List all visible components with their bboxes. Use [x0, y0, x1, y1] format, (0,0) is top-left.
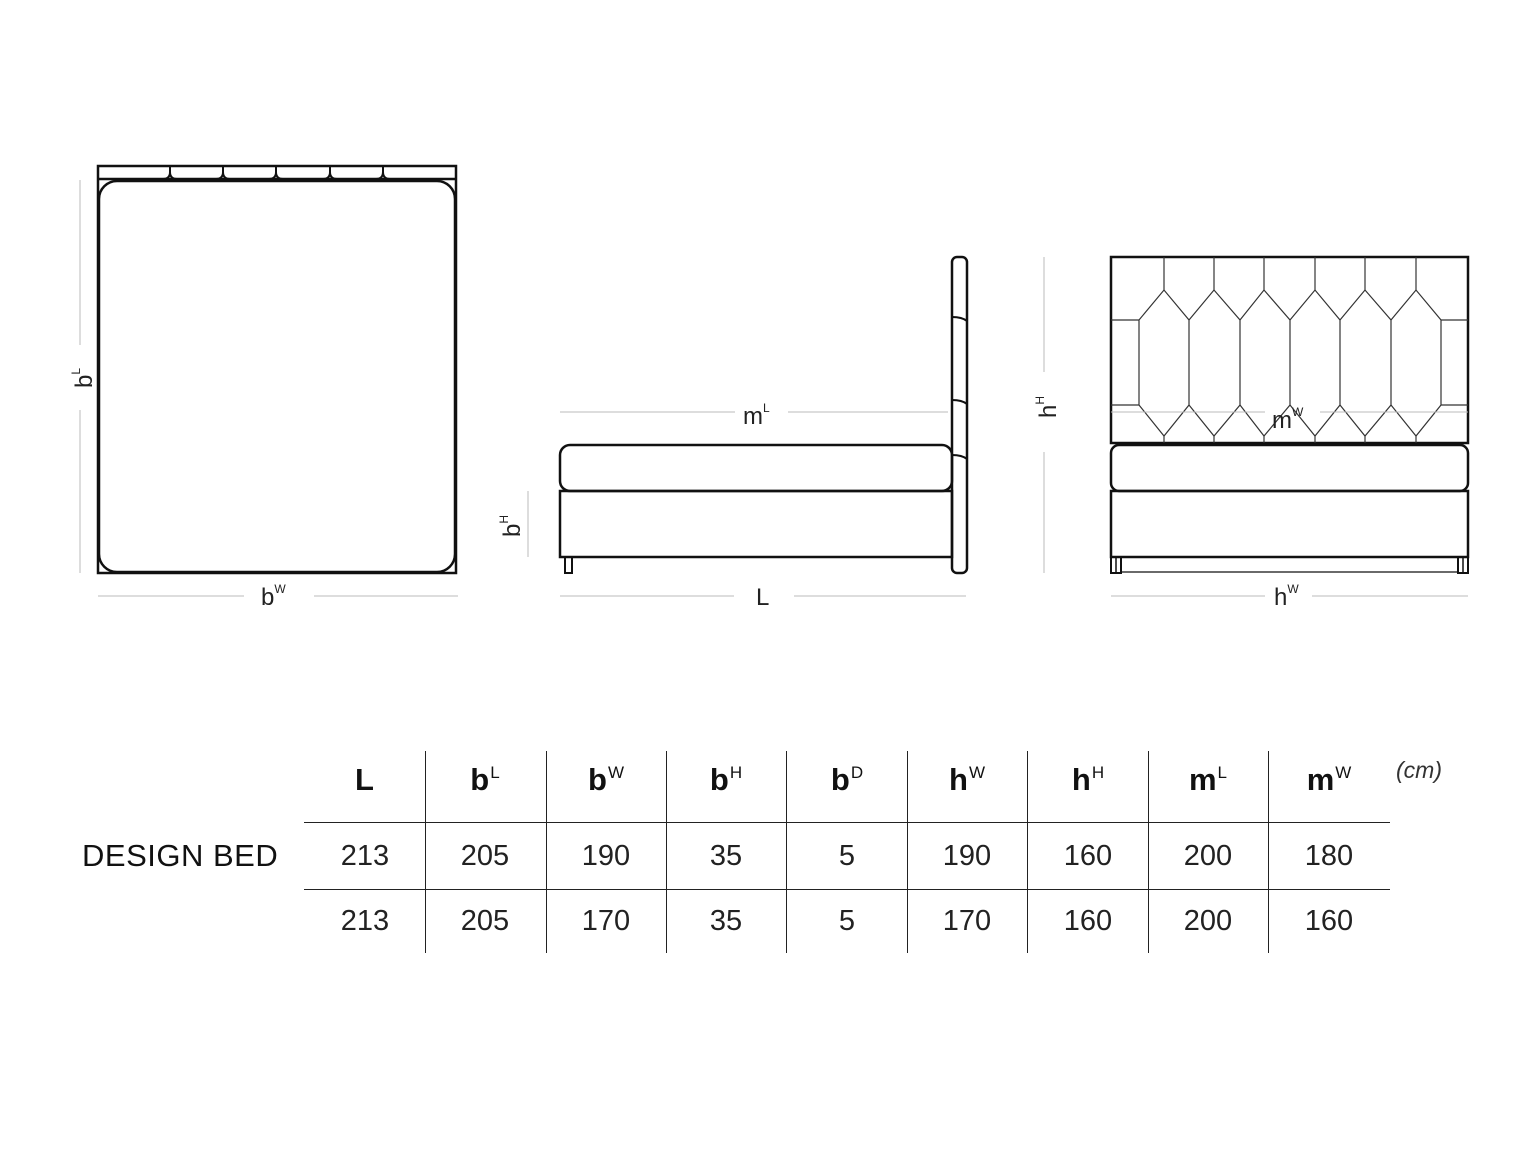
- table-cell: 160: [1304, 905, 1354, 937]
- side-view-mattress-label: mL: [743, 401, 770, 430]
- column-header: bD: [830, 762, 864, 797]
- front-view-width-label: hW: [1274, 582, 1299, 611]
- table-cell: 205: [460, 840, 510, 872]
- front-view-mattress-label: mW: [1272, 405, 1304, 434]
- unit-label: (cm): [1396, 757, 1442, 783]
- technical-drawings: bL bW mL bH L: [69, 164, 1470, 611]
- column-divider: [786, 751, 787, 953]
- table-cell: 190: [942, 840, 992, 872]
- table-cell: 213: [340, 905, 390, 937]
- column-header: bH: [709, 762, 743, 797]
- svg-text:bL: bL: [69, 368, 98, 388]
- column-divider: [1027, 751, 1028, 953]
- column-header: bL: [470, 762, 500, 797]
- table-cell: 190: [581, 840, 631, 872]
- front-view-dimension-lines: [1043, 257, 1468, 597]
- table-divider: [304, 822, 1390, 823]
- top-view-dimension-lines: [79, 180, 458, 597]
- top-view-drawing: [96, 164, 458, 575]
- side-view-dimension-lines: [527, 411, 966, 597]
- table-cell: 180: [1304, 840, 1354, 872]
- table-cell: 170: [581, 905, 631, 937]
- column-divider: [1268, 751, 1269, 953]
- top-view-length-label: bL: [69, 368, 98, 388]
- side-view-length-label: L: [756, 584, 769, 611]
- side-view-drawing: [558, 255, 969, 575]
- column-divider: [907, 751, 908, 953]
- table-cell: 5: [838, 840, 856, 872]
- front-view-height-label: hH: [1033, 396, 1062, 418]
- table-divider: [304, 889, 1390, 890]
- svg-text:hH: hH: [1033, 396, 1062, 418]
- product-name: DESIGN BED: [82, 838, 279, 873]
- table-cell: 5: [838, 905, 856, 937]
- table-cell: 200: [1183, 840, 1233, 872]
- table-cell: 200: [1183, 905, 1233, 937]
- table-cell: 35: [709, 905, 743, 937]
- side-view-base-height-label: bH: [497, 515, 526, 537]
- column-header: bW: [588, 762, 624, 797]
- table-cell: 205: [460, 905, 510, 937]
- front-view-drawing: [1109, 255, 1470, 574]
- top-view-width-label: bW: [261, 582, 286, 611]
- column-header: mL: [1188, 762, 1228, 797]
- column-divider: [1148, 751, 1149, 953]
- column-divider: [666, 751, 667, 953]
- table-cell: 213: [340, 840, 390, 872]
- table-cell: 160: [1063, 905, 1113, 937]
- column-divider: [425, 751, 426, 953]
- table-cell: 35: [709, 840, 743, 872]
- column-header: L: [355, 762, 374, 797]
- svg-text:bH: bH: [497, 515, 526, 537]
- table-cell: 160: [1063, 840, 1113, 872]
- table-cell: 170: [942, 905, 992, 937]
- column-header: mW: [1306, 762, 1352, 797]
- column-divider: [546, 751, 547, 953]
- column-header: hW: [949, 762, 985, 797]
- column-header: hH: [1071, 762, 1105, 797]
